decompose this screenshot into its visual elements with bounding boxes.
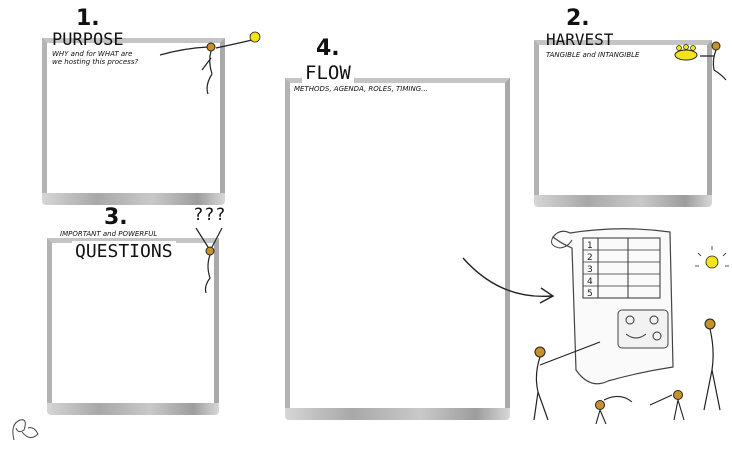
harvest-title: HARVEST bbox=[546, 30, 613, 49]
purpose-subtitle-1: WHY and for WHAT are bbox=[52, 50, 132, 58]
harvest-frame bbox=[534, 40, 712, 200]
flow-subtitle: METHODS, AGENDA, ROLES, TIMING... bbox=[294, 85, 428, 93]
questions-subtitle: IMPORTANT and POWERFUL bbox=[60, 230, 157, 238]
chart-row-label: 3 bbox=[587, 265, 593, 275]
flipchart-icon: 1 2 3 4 5 bbox=[552, 229, 673, 384]
flow-title: FLOW bbox=[302, 62, 354, 84]
purpose-subtitle-2: we hosting this process? bbox=[52, 58, 138, 66]
chart-row-label: 2 bbox=[587, 253, 593, 263]
signature-icon bbox=[13, 420, 38, 440]
questions-frame bbox=[47, 238, 219, 408]
chart-row-label: 1 bbox=[587, 241, 593, 251]
chart-row-label: 5 bbox=[587, 289, 593, 299]
harvest-number: 2. bbox=[566, 6, 590, 31]
lightbulb-icon bbox=[695, 246, 729, 268]
purpose-number: 1. bbox=[76, 6, 100, 31]
flow-frame bbox=[285, 78, 510, 413]
people-figures-icon bbox=[534, 319, 720, 424]
question-marks: ??? bbox=[194, 205, 227, 225]
questions-number: 3. bbox=[104, 205, 128, 230]
questions-title: QUESTIONS bbox=[72, 241, 176, 262]
harvest-subtitle: TANGIBLE and INTANGIBLE bbox=[546, 51, 639, 59]
chart-row-label: 4 bbox=[587, 277, 593, 287]
flow-number: 4. bbox=[316, 36, 340, 61]
purpose-title: PURPOSE bbox=[52, 30, 124, 50]
